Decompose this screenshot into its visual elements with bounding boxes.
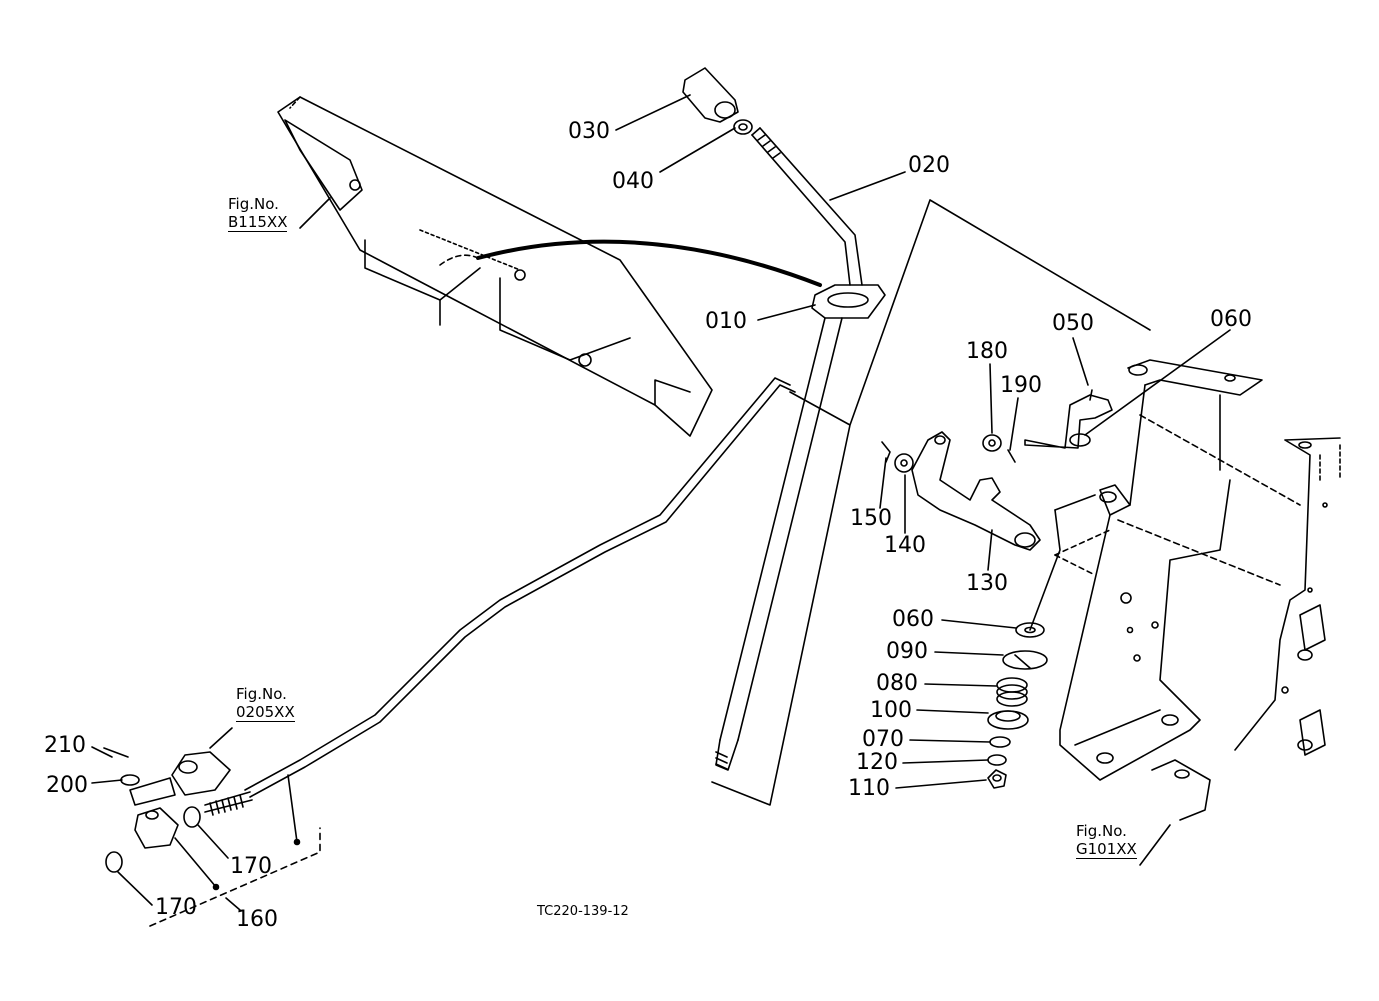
part-label-080: 080: [876, 671, 918, 696]
part-label-090: 090: [886, 639, 928, 664]
figure-code: TC220-139-12: [537, 904, 629, 919]
fig-ref-0205-title: Fig.No.: [236, 685, 287, 703]
part-label-020: 020: [908, 153, 950, 178]
knob-030: [682, 67, 753, 135]
part-label-190: 190: [1000, 373, 1042, 398]
throttle-cable: [476, 239, 822, 287]
part-label-010: 010: [705, 309, 747, 334]
mounting-bracket: [1059, 359, 1341, 821]
fig-ref-g101: Fig.No. G101XX: [1076, 822, 1137, 859]
part-label-130: 130: [966, 571, 1008, 596]
fig-ref-b115-title: Fig.No.: [228, 195, 279, 213]
part-label-200: 200: [46, 773, 88, 798]
lower-linkage-parts: [103, 747, 231, 873]
guide-plate-010: [811, 284, 886, 319]
part-label-170-left: 170: [155, 895, 197, 920]
part-label-060-upper: 060: [1210, 307, 1252, 332]
bracket-parts: [982, 389, 1113, 463]
fig-ref-b115-number: B115XX: [228, 213, 288, 232]
fig-ref-g101-number: G101XX: [1076, 840, 1137, 859]
fig-ref-0205: Fig.No. 0205XX: [236, 685, 295, 722]
throttle-arm-130: [881, 431, 1041, 551]
lever-rod-020: [751, 127, 863, 286]
dashboard-panel: [277, 96, 713, 437]
part-label-150: 150: [850, 506, 892, 531]
section-outline: [711, 199, 1151, 806]
part-label-140: 140: [884, 533, 926, 558]
part-label-160: 160: [236, 907, 278, 932]
assembly-160-outline: [149, 827, 321, 927]
fig-ref-b115: Fig.No. B115XX: [228, 195, 288, 232]
part-label-170-right: 170: [230, 854, 272, 879]
part-label-070: 070: [862, 727, 904, 752]
part-label-060-lower: 060: [892, 607, 934, 632]
part-label-050: 050: [1052, 311, 1094, 336]
vertical-rod: [715, 317, 843, 771]
linkage-rod: [204, 377, 796, 816]
part-label-030: 030: [568, 119, 610, 144]
part-label-210: 210: [44, 733, 86, 758]
part-label-040: 040: [612, 169, 654, 194]
part-label-180: 180: [966, 339, 1008, 364]
part-label-120: 120: [856, 750, 898, 775]
fig-ref-0205-number: 0205XX: [236, 703, 295, 722]
part-label-110: 110: [848, 776, 890, 801]
fig-ref-g101-title: Fig.No.: [1076, 822, 1127, 840]
washer-stack: [987, 622, 1048, 789]
part-label-100: 100: [870, 698, 912, 723]
